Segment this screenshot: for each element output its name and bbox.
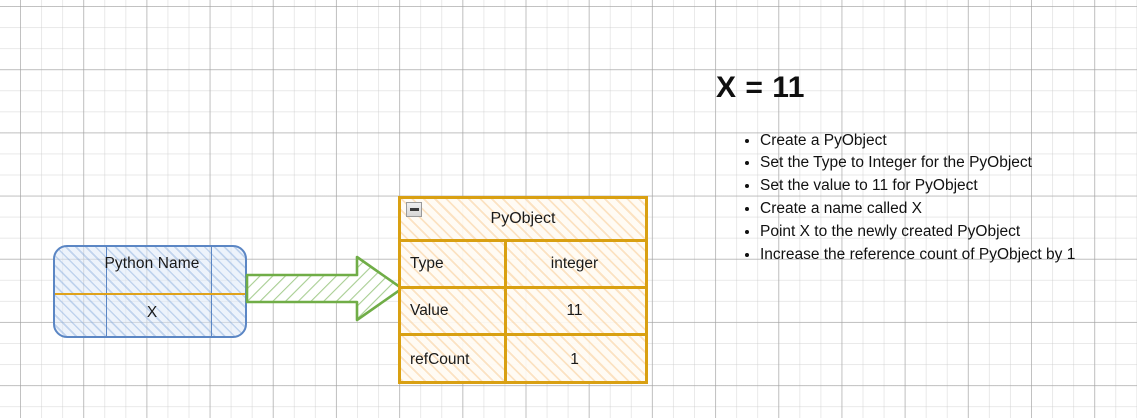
collapse-minus-bar bbox=[409, 208, 419, 211]
row-key: Value bbox=[410, 302, 449, 319]
list-item: Set the value to 11 for PyObject bbox=[760, 175, 1126, 198]
row-key: Type bbox=[410, 255, 444, 272]
table-row: Type integer bbox=[401, 242, 645, 289]
python-name-value: X bbox=[146, 304, 158, 321]
block-arrow-right-icon bbox=[245, 252, 405, 325]
list-item: Set the Type to Integer for the PyObject bbox=[760, 152, 1126, 175]
notes-panel: X = 11 Create a PyObject Set the Type to… bbox=[716, 72, 1126, 267]
row-value: 1 bbox=[570, 350, 579, 368]
python-name-box[interactable]: Python Name X bbox=[53, 245, 247, 338]
name-box-inner-divider bbox=[106, 247, 107, 294]
name-box-divider bbox=[55, 292, 245, 295]
pyobject-title: PyObject bbox=[490, 210, 556, 227]
python-name-label: Python Name bbox=[104, 255, 200, 272]
cell-separator bbox=[504, 336, 507, 383]
name-box-inner-divider bbox=[106, 294, 107, 336]
list-item: Create a PyObject bbox=[760, 130, 1126, 153]
name-box-inner-divider bbox=[211, 294, 212, 336]
pyobject-header: PyObject bbox=[401, 199, 645, 242]
row-value: integer bbox=[550, 255, 599, 272]
cell-separator bbox=[504, 289, 507, 333]
table-row: Value 11 bbox=[401, 289, 645, 336]
notes-title: X = 11 bbox=[716, 71, 805, 104]
row-key: refCount bbox=[410, 350, 470, 368]
pyobject-table[interactable]: PyObject Type integer Value 11 refCount … bbox=[398, 196, 648, 384]
cell-separator bbox=[504, 242, 507, 286]
notes-bullet-list: Create a PyObject Set the Type to Intege… bbox=[716, 130, 1126, 268]
collapse-minus-icon[interactable] bbox=[406, 202, 422, 217]
name-box-inner-divider bbox=[211, 247, 212, 294]
list-item: Point X to the newly created PyObject bbox=[760, 221, 1126, 244]
list-item: Create a name called X bbox=[760, 198, 1126, 221]
list-item: Increase the reference count of PyObject… bbox=[760, 244, 1126, 267]
row-value: 11 bbox=[566, 302, 583, 319]
table-row: refCount 1 bbox=[401, 336, 645, 383]
